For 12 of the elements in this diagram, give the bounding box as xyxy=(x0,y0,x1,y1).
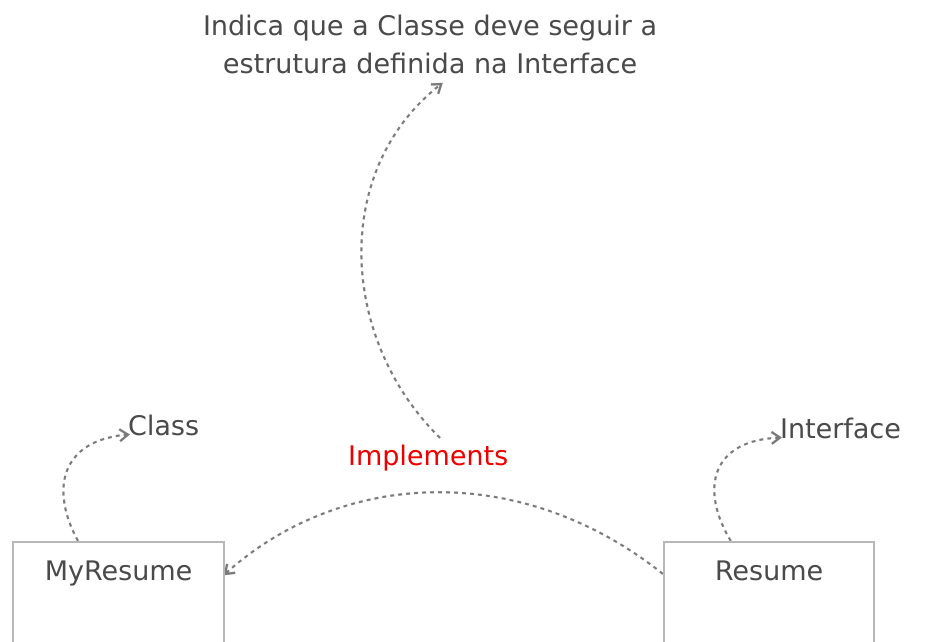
interface-label: Interface xyxy=(780,411,930,449)
class-label: Class xyxy=(128,408,220,446)
note-text: Indica que a Classe deve seguir a estrutura definida na Interface xyxy=(150,8,710,84)
relation-label: Implements xyxy=(348,438,544,476)
dashed-arrow xyxy=(224,491,664,576)
class-box xyxy=(12,541,225,642)
interface-box xyxy=(663,541,875,642)
dashed-arrow xyxy=(360,82,442,439)
dashed-arrow xyxy=(713,431,782,542)
interface-name: Resume xyxy=(714,555,824,589)
class-name: MyResume xyxy=(44,555,192,589)
dashed-arrow xyxy=(62,428,130,542)
